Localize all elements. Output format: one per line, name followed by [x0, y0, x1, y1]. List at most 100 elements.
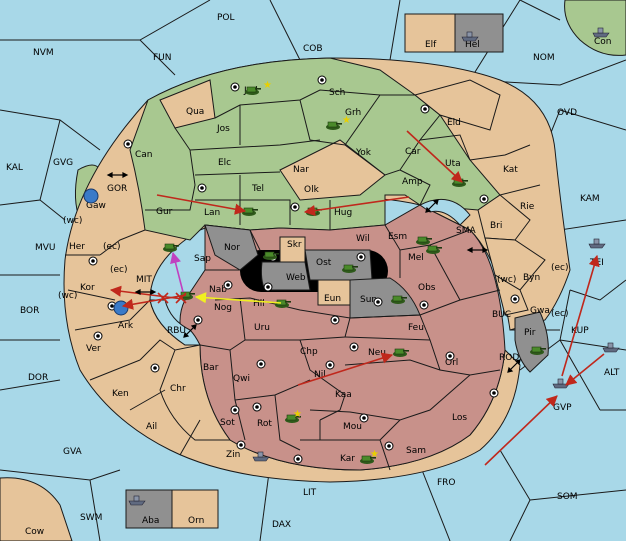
svg-text:★: ★ [293, 409, 302, 420]
svg-text:★: ★ [263, 80, 272, 91]
label-bri: Bri [490, 221, 502, 231]
label-feu: Feu [408, 323, 424, 333]
label-elc: Elc [218, 158, 231, 168]
label-ec1: (ec) [103, 242, 121, 252]
label-orl: Orl [445, 358, 458, 368]
label-qwi: Qwi [233, 374, 250, 384]
label-ec4: (ec) [551, 309, 569, 319]
label-sot: Sot [220, 418, 235, 428]
label-cow: Cow [25, 527, 44, 537]
svg-text:★: ★ [342, 115, 351, 126]
label-wc1: (wc) [63, 216, 82, 226]
label-ost: Ost [316, 258, 332, 268]
label-elf: Elf [425, 40, 437, 50]
canal-markers [106, 172, 521, 373]
label-lit: LIT [303, 488, 317, 498]
label-hug: Hug [334, 208, 352, 218]
label-kal: KAL [6, 163, 23, 173]
label-kam: KAM [580, 194, 600, 204]
label-kar: Kar [340, 454, 355, 464]
label-ovd: OVD [557, 108, 577, 118]
label-neu: Neu [368, 348, 386, 358]
label-car: Car [405, 147, 421, 157]
label-pir: Pir [524, 328, 536, 338]
label-rot: Rot [257, 419, 272, 429]
label-mel: Mel [408, 253, 424, 263]
svg-text:★: ★ [370, 449, 379, 460]
label-nil: Nil [314, 370, 326, 380]
label-sap: Sap [194, 254, 211, 264]
label-gwa: Gwa [530, 306, 550, 316]
label-som: SOM [557, 492, 578, 502]
label-kat: Kat [503, 165, 518, 175]
label-web: Web [286, 273, 306, 283]
label-gvp: GVP [553, 403, 572, 413]
label-gor: GOR [107, 184, 127, 194]
label-orn: Orn [188, 516, 204, 526]
label-zin: Zin [226, 450, 240, 460]
label-buc: BUC [492, 310, 511, 320]
label-ver: Ver [86, 344, 101, 354]
label-nom: NOM [533, 53, 555, 63]
label-lan: Lan [204, 208, 220, 218]
label-nog: Nog [214, 303, 232, 313]
label-rod: ROD [499, 353, 519, 363]
label-gvg: GVG [53, 158, 73, 168]
label-wil: Wil [356, 234, 370, 244]
label-bar: Bar [203, 363, 219, 373]
label-chp: Chp [300, 347, 318, 357]
label-gur: Gur [156, 207, 173, 217]
label-esm: Esm [388, 232, 407, 242]
label-los: Los [452, 413, 467, 423]
label-swm: SWM [80, 513, 102, 523]
label-eun: Eun [324, 294, 341, 304]
label-fun: FUN [153, 53, 172, 63]
label-can: Can [135, 150, 153, 160]
label-eld: Eld [447, 118, 461, 128]
label-yok: Yok [355, 148, 372, 158]
label-amp: Amp [402, 177, 423, 187]
label-rie: Rie [520, 202, 535, 212]
label-alt: ALT [604, 368, 620, 378]
label-cob: COB [303, 44, 323, 54]
label-sma: SMA [456, 226, 476, 236]
label-sch: Sch [329, 88, 345, 98]
label-obs: Obs [418, 283, 436, 293]
label-ark: Ark [118, 321, 134, 331]
label-mvu: MVU [35, 243, 56, 253]
label-tel: Tel [251, 184, 264, 194]
label-nab: Nab [209, 285, 227, 295]
label-nvm: NVM [33, 48, 54, 58]
label-dax: DAX [272, 520, 291, 530]
label-jos: Jos [216, 124, 230, 134]
label-fro: FRO [437, 478, 456, 488]
label-bor: BOR [20, 306, 39, 316]
label-skr: Skr [287, 240, 302, 250]
label-uta: Uta [445, 159, 461, 169]
label-gaw: Gaw [86, 201, 106, 211]
label-con: Con [594, 37, 612, 47]
label-kup: KUP [571, 326, 589, 336]
label-sun: Sun [360, 295, 377, 305]
label-ail: Ail [146, 422, 157, 432]
label-grh: Grh [345, 108, 361, 118]
label-ken: Ken [112, 389, 129, 399]
label-chr: Chr [170, 384, 186, 394]
label-uru: Uru [254, 323, 270, 333]
label-her: Her [69, 242, 85, 252]
label-nor: Nor [224, 243, 240, 253]
label-qua: Qua [186, 107, 204, 117]
label-wc2: (wc) [58, 291, 77, 301]
label-kaa: Kaa [335, 390, 352, 400]
label-ec2: (ec) [110, 265, 128, 275]
label-wc3: (wc) [497, 275, 516, 285]
label-kor: Kor [80, 283, 95, 293]
orders [109, 130, 605, 466]
label-hil: Hil [253, 299, 265, 309]
label-sam: Sam [406, 446, 426, 456]
label-gva: GVA [63, 447, 83, 457]
region-labels: POL FUN COB NVM NOM OVD KAL GVG GOR (wc)… [6, 13, 620, 537]
label-dor: DOR [28, 373, 48, 383]
label-nar: Nar [293, 165, 309, 175]
